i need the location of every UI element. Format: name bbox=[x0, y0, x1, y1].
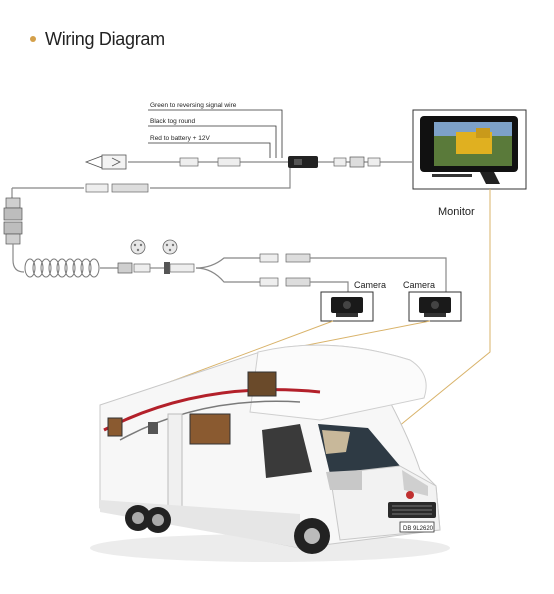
license-plate bbox=[399, 521, 435, 533]
pin-connector-icon bbox=[130, 239, 178, 255]
license-plate-text: DB 9L2620 bbox=[403, 526, 434, 532]
page-title: Wiring Diagram bbox=[45, 28, 165, 49]
camera-box-2 bbox=[408, 291, 462, 322]
red-wire-label: Red to battery + 12V bbox=[150, 135, 210, 142]
camera-box-1 bbox=[320, 291, 374, 322]
monitor-label: Monitor bbox=[438, 206, 475, 218]
power-plug-icon bbox=[84, 155, 103, 169]
black-wire-label: Black tog round bbox=[150, 118, 196, 125]
coiled-cable bbox=[24, 258, 100, 278]
title-bullet-icon bbox=[30, 36, 36, 42]
monitor-frame bbox=[412, 109, 527, 190]
wire-label-leaders bbox=[148, 109, 283, 158]
wheel-icon bbox=[125, 505, 330, 554]
aviation-cable bbox=[3, 168, 447, 292]
camera-label-2: Camera bbox=[403, 280, 436, 290]
camera-label-1: Camera bbox=[354, 280, 387, 290]
title-block: Wiring Diagram bbox=[30, 26, 165, 52]
junction-box bbox=[288, 156, 318, 168]
green-wire-label: Green to reversing signal wire bbox=[150, 102, 237, 109]
trailer-connector-icon bbox=[5, 197, 21, 209]
motorhome-illustration bbox=[90, 344, 450, 562]
top-cable bbox=[84, 154, 412, 170]
